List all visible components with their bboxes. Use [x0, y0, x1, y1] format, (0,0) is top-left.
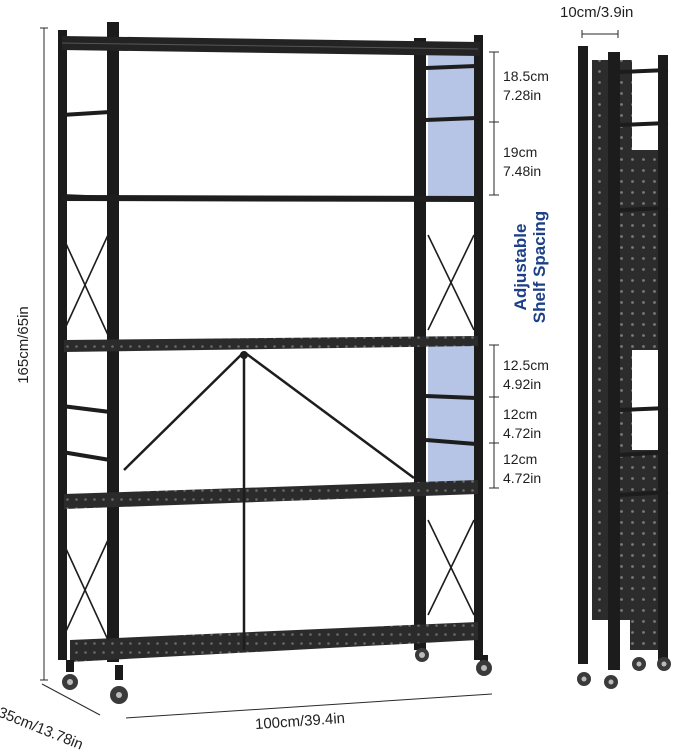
lower-adjust-zone [428, 345, 474, 485]
shelf-2 [62, 195, 478, 202]
gap-4-cm: 12cm [503, 406, 538, 422]
adjustable-title-line2: Shelf Spacing [530, 210, 549, 324]
upper-adjust-zone [428, 52, 474, 198]
height-label: 165cm/65in [15, 306, 32, 384]
gap-2-cm: 19cm [503, 144, 538, 160]
left-back-post [58, 30, 67, 660]
shelf-unit [58, 22, 492, 704]
gap-5-in: 4.72in [503, 470, 542, 486]
shelf-5 [70, 622, 478, 662]
dimension-lines [40, 27, 619, 719]
right-back-post [474, 35, 483, 660]
gap-2-in: 7.48in [503, 163, 542, 179]
adjustable-title-line1: Adjustable [511, 223, 530, 311]
shelf-4 [64, 480, 478, 509]
shelf-3 [64, 336, 478, 352]
gap-4-in: 4.72in [503, 425, 542, 441]
adjustable-zone-highlights [428, 52, 474, 485]
casters [62, 645, 492, 704]
gap-3-in: 4.92in [503, 376, 542, 392]
adjustable-shelf-spacing-title: Adjustable Shelf Spacing [511, 207, 549, 327]
folded-shelf-unit [577, 46, 671, 689]
folded-depth-label: 10cm/3.9in [560, 4, 634, 21]
gap-1-cm: 18.5cm [503, 68, 549, 84]
gap-5-cm: 12cm [503, 451, 538, 467]
gap-1-in: 7.28in [503, 87, 542, 103]
gap-3-cm: 12.5cm [503, 357, 549, 373]
